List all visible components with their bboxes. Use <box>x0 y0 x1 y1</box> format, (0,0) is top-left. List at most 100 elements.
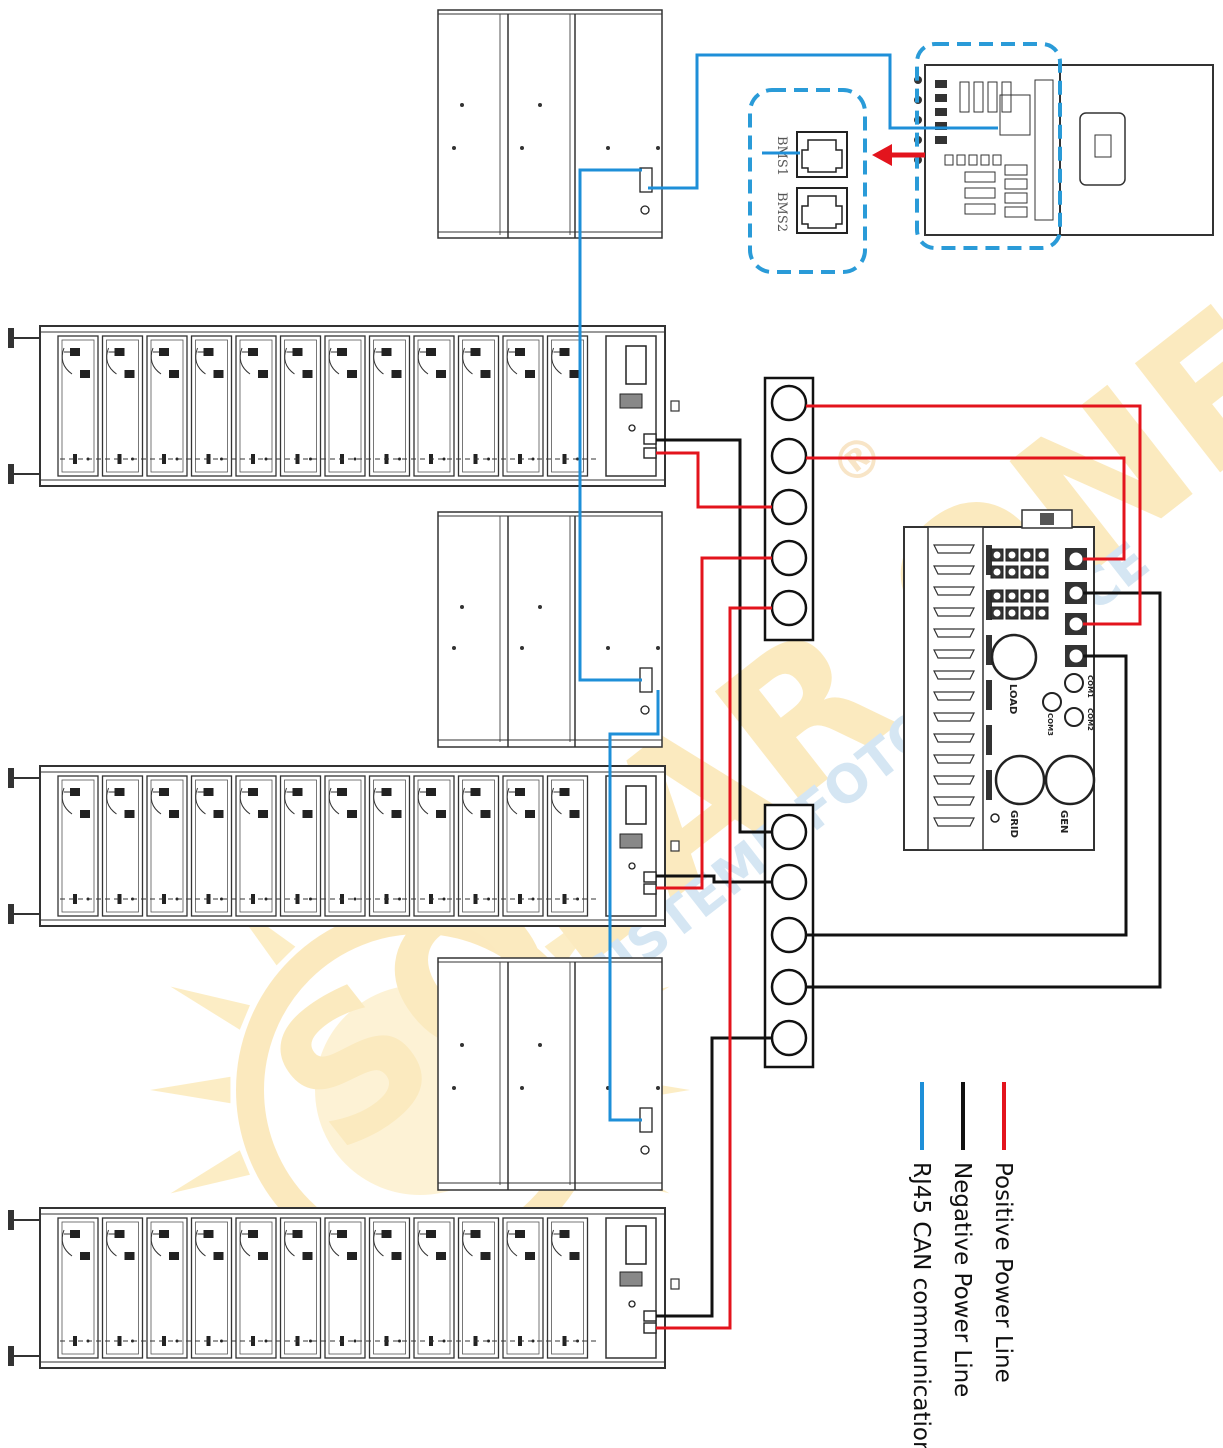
rack-1-module-9 <box>413 335 455 477</box>
negative-power-lines <box>656 438 1162 1318</box>
bms1-rj45-port <box>796 131 848 178</box>
rack-2-foot-left <box>8 768 40 924</box>
rack-2-pos-terminal <box>643 883 657 895</box>
bms2-label: BMS2 <box>774 192 789 232</box>
rack-1-module-3 <box>146 335 188 477</box>
legend-positive-label: Positive Power Line <box>990 1162 1016 1383</box>
rack-2-module-1 <box>57 775 99 917</box>
tower-1-screw-2 <box>538 103 542 107</box>
rack-1-module-8 <box>368 335 411 477</box>
rack-1-module-6 <box>279 335 322 477</box>
rack-1-breaker <box>619 393 643 409</box>
rack-2-module-5 <box>235 775 277 917</box>
com1-port-label: COM1 <box>1086 675 1094 698</box>
tower-3-screw-2 <box>538 1043 542 1047</box>
bms2-rj45-shape <box>801 195 843 229</box>
rack-2-module-11 <box>502 775 544 917</box>
tower-2-screw-4 <box>460 605 464 609</box>
tower-1-switch <box>640 205 650 215</box>
rack-2-display <box>625 785 647 825</box>
rack-3-module-4 <box>190 1217 233 1359</box>
rack-1-module-1 <box>57 335 99 477</box>
rack-1-indicator <box>628 424 636 432</box>
battery-rack-1 <box>8 325 680 487</box>
rack-3-module-11 <box>502 1217 544 1359</box>
rack-1-modules <box>57 335 600 477</box>
rack-1-neg-terminal <box>643 433 657 445</box>
tower-2-body <box>437 511 663 748</box>
rack-2-module-10 <box>457 775 500 917</box>
rack-3-module-3 <box>146 1217 188 1359</box>
rack-3-module-9 <box>413 1217 455 1359</box>
rack-3-ground-lug <box>670 1278 680 1290</box>
neg-line-rack-2 <box>656 874 772 884</box>
com2-port-label: COM2 <box>1086 708 1094 731</box>
rack-2-module-8 <box>368 775 411 917</box>
busbar-negative <box>763 803 815 1069</box>
inverter-heatsink-fins <box>933 544 992 827</box>
battery-pos-terminal-1-hole <box>1069 552 1083 566</box>
inverter-top-screen <box>1094 134 1112 158</box>
busbar-negative-terminal-3 <box>770 916 808 954</box>
inverter-pv-terminals <box>990 548 1049 620</box>
tower-2-switch <box>640 705 650 715</box>
legend: Positive Power Line Negative Power Line … <box>908 1082 1016 1448</box>
battery-rack-3 <box>8 1207 680 1369</box>
rack-3-neg-terminal <box>643 1310 657 1322</box>
rack-1-module-7 <box>324 335 366 477</box>
battery-tower-1 <box>437 9 663 239</box>
rack-3-control-box <box>605 1217 657 1359</box>
busbar-negative-terminal-4 <box>770 968 808 1006</box>
neg-line-inverter-2 <box>806 654 1128 937</box>
rack-3-module-1 <box>57 1217 99 1359</box>
tower-1-screw-3 <box>520 146 524 150</box>
rack-2-breaker <box>619 833 643 849</box>
pos-line-rack-1 <box>656 451 772 509</box>
tower-1-body <box>437 9 663 239</box>
rack-3-module-2 <box>101 1217 144 1359</box>
tower-3-screw-6 <box>656 1086 660 1090</box>
grid-port-label: GRID <box>1008 810 1019 838</box>
can-cable-tower-1-to-tower-2 <box>578 168 642 682</box>
rack-1-module-10 <box>457 335 500 477</box>
busbar-positive-terminal-4 <box>770 539 808 577</box>
gen-port-label: GEN <box>1058 810 1069 833</box>
rack-3-pos-terminal <box>643 1322 657 1334</box>
rack-1-ground-lug <box>670 400 680 412</box>
rack-3-foot-left <box>8 1210 40 1366</box>
red-arrow-head-icon <box>872 144 892 166</box>
inverter-terminal-view: LOAD COM3 COM1 COM2 GRID GEN <box>903 509 1096 851</box>
neg-line-rack-3 <box>656 1036 772 1318</box>
rack-1-module-2 <box>101 335 144 477</box>
pos-line-rack-2 <box>656 556 772 890</box>
busbar-positive-terminal-5 <box>770 589 808 627</box>
rack-3-module-7 <box>324 1217 366 1359</box>
bms2-rj45-port <box>796 187 848 234</box>
neg-line-inverter-1 <box>806 591 1162 989</box>
busbar-negative-terminal-1 <box>770 813 808 851</box>
bms1-label: BMS1 <box>774 136 789 176</box>
rack-2-module-2 <box>101 775 144 917</box>
pos-line-inverter-2 <box>806 404 1142 626</box>
tower-3-body <box>437 957 663 1191</box>
positive-power-lines <box>656 404 1142 1330</box>
tower-1-screw-6 <box>656 146 660 150</box>
pos-line-inverter-1 <box>806 456 1126 561</box>
com3-port-label: COM3 <box>1046 713 1054 736</box>
rack-1-module-5 <box>235 335 277 477</box>
can-cable-inverter-to-tower-1 <box>648 53 998 190</box>
tower-1-screw-1 <box>452 146 456 150</box>
tower-2-screw-2 <box>538 605 542 609</box>
inverter-highlight-dashed-box <box>915 42 1062 250</box>
inverter-vent <box>990 813 1000 823</box>
legend-negative-label: Negative Power Line <box>949 1162 975 1397</box>
busbar-positive-terminal-1 <box>770 384 808 422</box>
rack-3-breaker <box>619 1271 643 1287</box>
neg-line-rack-1 <box>656 438 772 834</box>
grid-gland <box>994 754 1046 806</box>
rack-2-ground-lug <box>670 840 680 852</box>
rack-3-display <box>625 1225 647 1265</box>
battery-neg-terminal-1-hole <box>1069 586 1083 600</box>
